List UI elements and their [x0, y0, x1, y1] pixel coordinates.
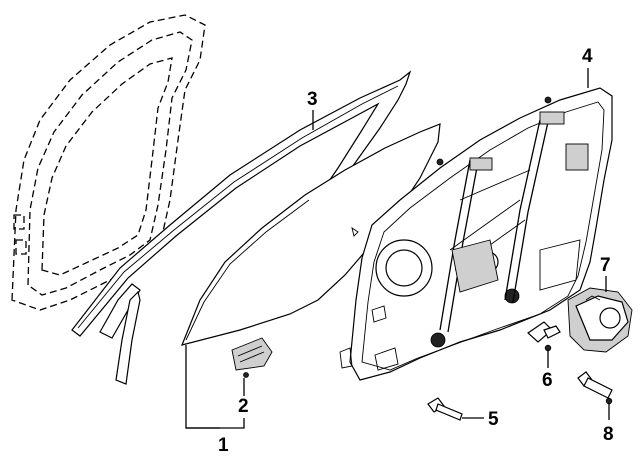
part-1-door-glass — [181, 123, 441, 346]
callout-8: 8 — [603, 424, 614, 445]
callout-4: 4 — [582, 46, 593, 67]
door-frame-outline — [11, 14, 206, 311]
callout-2: 2 — [238, 396, 249, 417]
callout-3: 3 — [307, 89, 318, 110]
part-3-glass-run-channel — [71, 70, 412, 385]
callout-6: 6 — [542, 370, 553, 391]
part-7-window-motor — [567, 287, 633, 353]
part-5-bolt — [427, 397, 463, 421]
part-6-clip — [527, 321, 561, 352]
callout-7: 7 — [600, 255, 611, 276]
leader-lines — [185, 68, 610, 429]
part-2-glass-bracket — [231, 337, 273, 378]
callout-5: 5 — [488, 409, 499, 430]
part-4-door-module — [339, 87, 613, 381]
part-8-bolt — [577, 371, 613, 405]
callout-1: 1 — [218, 435, 229, 456]
